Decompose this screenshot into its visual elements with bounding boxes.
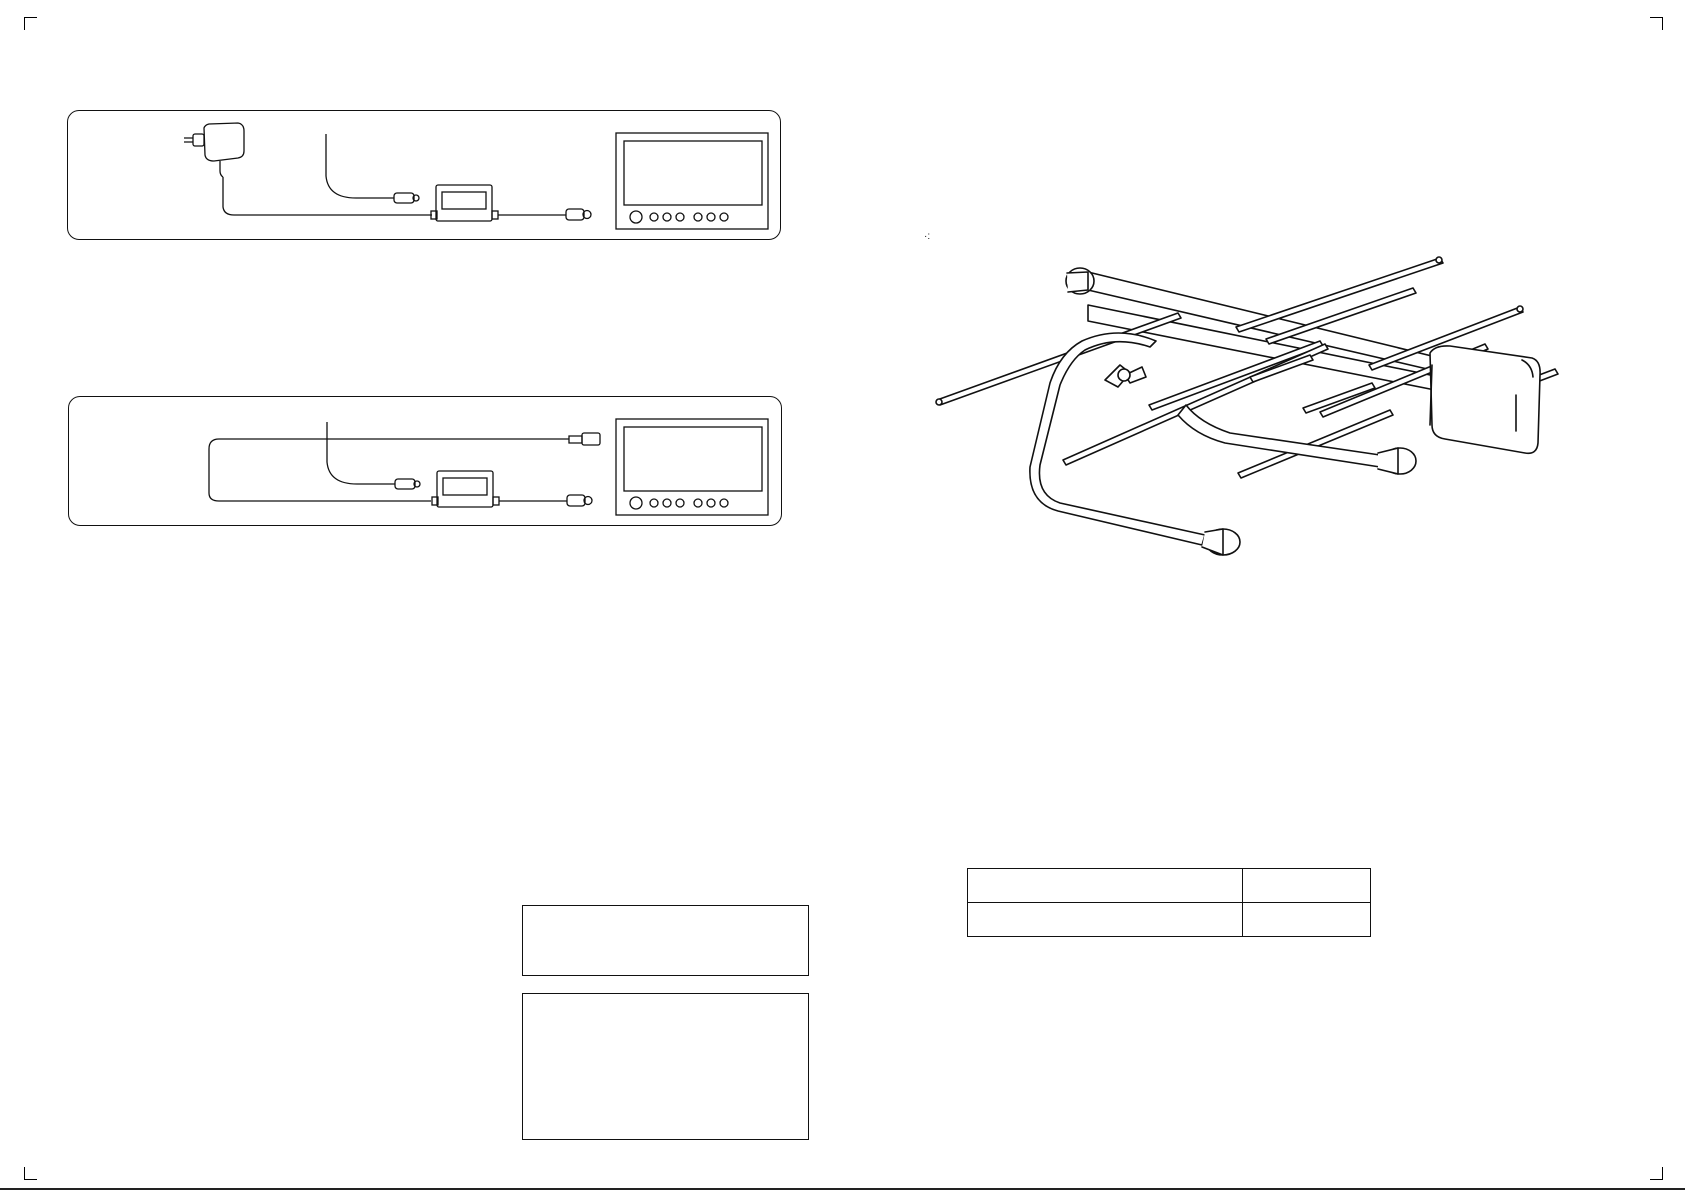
table-cell — [1242, 868, 1371, 903]
power-adapter-icon — [184, 122, 432, 216]
info-box-1 — [522, 905, 809, 976]
crop-mark-top-left — [24, 17, 37, 30]
connection-diagram-power-adapter — [67, 110, 781, 240]
amplifier-box-icon — [430, 184, 566, 222]
coax-plug-icon — [566, 494, 593, 507]
page-mark: ·: — [924, 231, 931, 242]
mounting-bracket-icon — [1029, 332, 1417, 556]
tv-set-icon — [615, 132, 769, 230]
tv-set-icon — [615, 418, 769, 516]
table-row — [967, 902, 1371, 937]
connection-diagram-2-graphic — [208, 418, 769, 516]
connection-diagram-1-graphic — [184, 122, 769, 230]
crop-mark-bottom-left — [24, 1167, 37, 1180]
wing-nut-icon — [1104, 364, 1147, 388]
info-box-2 — [522, 993, 809, 1140]
table-row — [967, 868, 1371, 903]
table-cell — [1242, 902, 1371, 937]
yagi-antenna-icon — [935, 256, 1559, 556]
table-cell — [967, 902, 1243, 937]
crop-mark-top-right — [1650, 17, 1663, 30]
spec-table — [967, 868, 1371, 937]
amplifier-box-icon — [431, 470, 567, 508]
crop-mark-bottom-right — [1650, 1167, 1663, 1180]
antenna-cable-icon — [325, 134, 420, 204]
antenna-cable-icon — [326, 422, 421, 490]
connection-diagram-usb — [68, 396, 782, 526]
usb-cable-icon — [208, 432, 601, 502]
table-cell — [967, 868, 1243, 903]
page-bottom-rule — [0, 1188, 1685, 1190]
amplifier-housing — [1429, 345, 1541, 455]
coax-plug-icon — [565, 208, 592, 221]
